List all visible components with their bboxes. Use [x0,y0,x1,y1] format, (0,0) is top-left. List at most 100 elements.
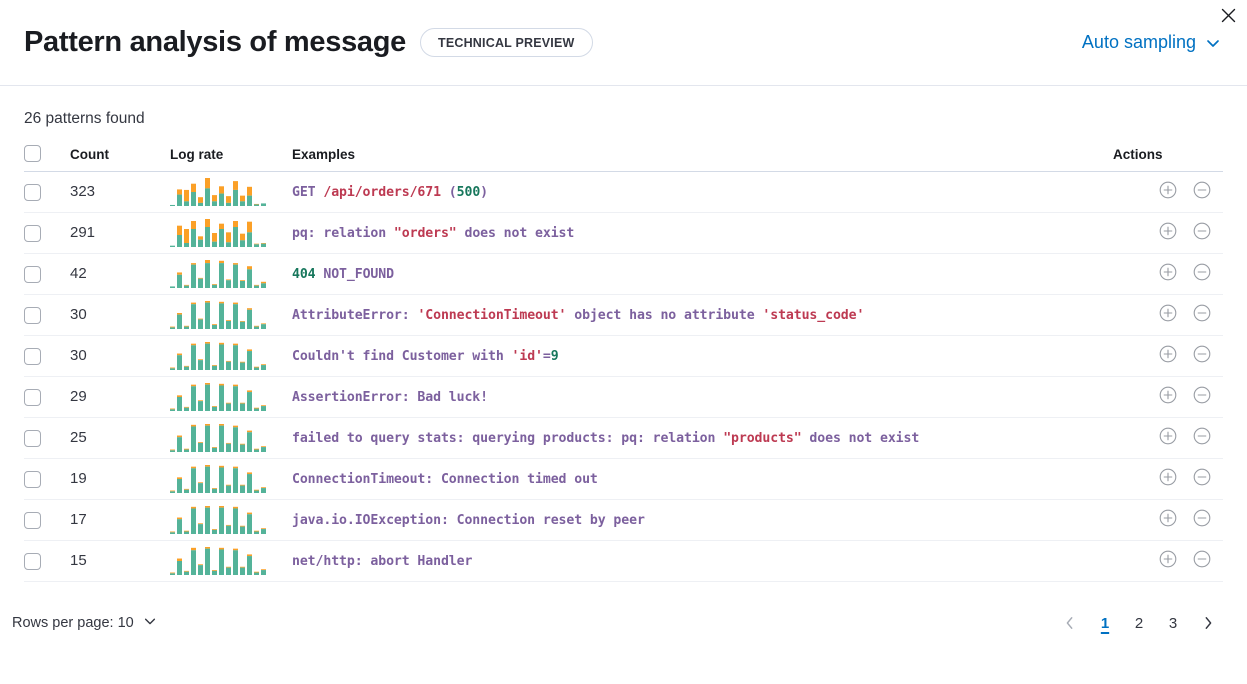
circle-minus-icon[interactable] [1193,427,1211,450]
example-message: pq: relation "orders" does not exist [292,226,574,241]
row-example-cell: java.io.IOException: Connection reset by… [292,499,1113,541]
row-actions-cell [1113,376,1223,418]
circle-plus-icon[interactable] [1159,427,1177,450]
circle-minus-icon[interactable] [1193,386,1211,409]
example-token: object has no attribute [566,308,763,323]
circle-plus-icon[interactable] [1159,222,1177,245]
example-token: Couldn't find Customer with [292,349,512,364]
pagination-page-1[interactable]: 1 [1100,614,1110,632]
log-rate-sparkline [170,505,292,535]
log-rate-sparkline [170,546,292,576]
row-count-cell: 17 [70,499,170,541]
example-token: /api/orders/671 [323,185,441,200]
count-value: 15 [70,552,87,569]
chevron-down-icon [1205,35,1221,51]
row-checkbox[interactable] [24,306,41,324]
circle-minus-icon[interactable] [1193,468,1211,491]
chevron-right-icon[interactable] [1193,608,1223,638]
auto-sampling-dropdown[interactable]: Auto sampling [1082,32,1223,53]
row-checkbox[interactable] [24,183,41,201]
column-header-count: Count [70,145,170,172]
row-example-cell: AssertionError: Bad luck! [292,376,1113,418]
example-message: GET /api/orders/671 (500) [292,185,488,200]
pagination: 1 2 3 [1055,608,1223,638]
row-checkbox[interactable] [24,265,41,283]
row-example-cell: 404 NOT_FOUND [292,253,1113,295]
row-checkbox[interactable] [24,224,41,242]
row-log-rate-cell [170,253,292,295]
circle-minus-icon[interactable] [1193,181,1211,204]
row-checkbox[interactable] [24,347,41,365]
panel-body: 26 patterns found Count Log rate Example… [0,86,1247,582]
row-count-cell: 15 [70,540,170,582]
row-select-cell [24,171,70,213]
chevron-down-icon [143,614,157,632]
row-example-cell: pq: relation "orders" does not exist [292,212,1113,254]
table-row[interactable]: 42 404 NOT_FOUND [24,253,1223,295]
circle-plus-icon[interactable] [1159,181,1177,204]
panel-header: Pattern analysis of message TECHNICAL PR… [0,0,1247,86]
circle-plus-icon[interactable] [1159,345,1177,368]
row-log-rate-cell [170,335,292,377]
circle-minus-icon[interactable] [1193,509,1211,532]
circle-minus-icon[interactable] [1193,222,1211,245]
circle-plus-icon[interactable] [1159,263,1177,286]
row-count-cell: 30 [70,294,170,336]
example-token: 'ConnectionTimeout' [417,308,567,323]
log-rate-sparkline [170,464,292,494]
example-token: net/http: abort Handler [292,554,473,569]
count-value: 42 [70,265,87,282]
row-checkbox[interactable] [24,511,41,529]
chevron-left-icon[interactable] [1055,608,1085,638]
close-icon[interactable] [1215,2,1241,28]
row-example-cell: GET /api/orders/671 (500) [292,171,1113,213]
row-select-cell [24,335,70,377]
log-rate-sparkline [170,300,292,330]
row-example-cell: Couldn't find Customer with 'id'=9 [292,335,1113,377]
circle-plus-icon[interactable] [1159,468,1177,491]
log-rate-sparkline [170,423,292,453]
example-token: GET [292,185,324,200]
rows-per-page-dropdown[interactable]: Rows per page: 10 [12,614,157,632]
row-example-cell: failed to query stats: querying products… [292,417,1113,459]
circle-minus-icon[interactable] [1193,304,1211,327]
pagination-page-2[interactable]: 2 [1134,614,1144,632]
pagination-page-3[interactable]: 3 [1168,614,1178,632]
table-row[interactable]: 29 AssertionError: Bad luck! [24,376,1223,418]
row-checkbox[interactable] [24,388,41,406]
circle-plus-icon[interactable] [1159,509,1177,532]
page-title: Pattern analysis of message [24,26,406,58]
table-row[interactable]: 15 net/http: abort Handler [24,540,1223,582]
auto-sampling-label: Auto sampling [1081,32,1196,52]
row-actions-cell [1113,499,1223,541]
circle-plus-icon[interactable] [1159,550,1177,573]
circle-plus-icon[interactable] [1159,386,1177,409]
row-actions-cell [1113,458,1223,500]
technical-preview-badge: TECHNICAL PREVIEW [419,28,593,57]
example-message: net/http: abort Handler [292,554,472,569]
example-token: "orders" [393,226,457,241]
circle-minus-icon[interactable] [1193,345,1211,368]
circle-minus-icon[interactable] [1193,550,1211,573]
row-log-rate-cell [170,171,292,213]
example-message: ConnectionTimeout: Connection timed out [292,472,598,487]
table-row[interactable]: 17 java.io.IOException: Connection reset … [24,499,1223,541]
row-checkbox[interactable] [24,552,41,570]
circle-minus-icon[interactable] [1193,263,1211,286]
select-all-checkbox[interactable] [24,145,41,162]
count-value: 29 [70,388,87,405]
row-checkbox[interactable] [24,470,41,488]
row-checkbox[interactable] [24,429,41,447]
circle-plus-icon[interactable] [1159,304,1177,327]
column-header-actions: Actions [1113,145,1223,172]
row-log-rate-cell [170,212,292,254]
row-select-cell [24,253,70,295]
